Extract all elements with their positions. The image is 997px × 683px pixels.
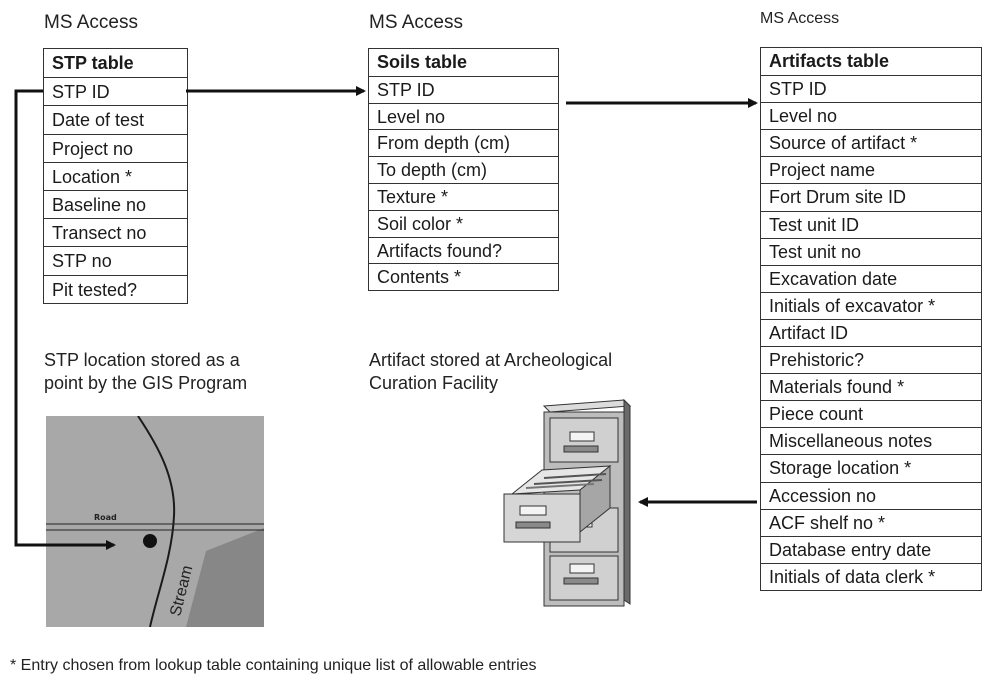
footnote: * Entry chosen from lookup table contain…	[10, 657, 537, 675]
stp-to-map-arrow	[16, 91, 114, 545]
